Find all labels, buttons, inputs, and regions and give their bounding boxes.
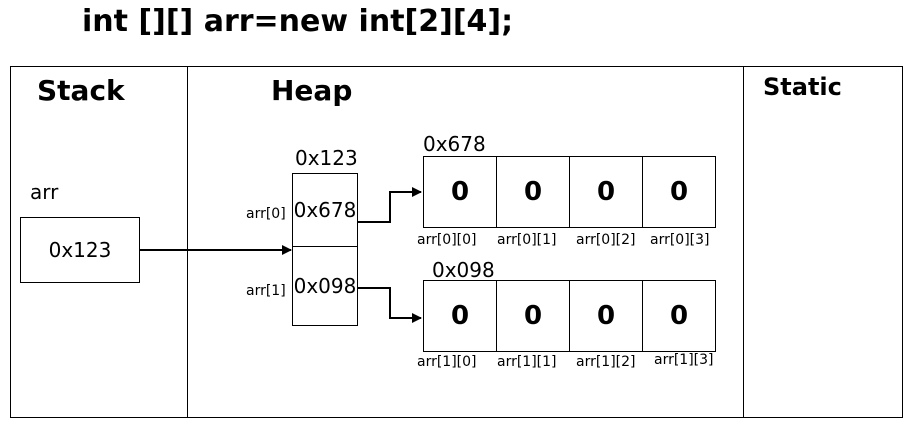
inner-array-0-address: 0x678 xyxy=(423,132,486,156)
inner-1-index-0: arr[1][0] xyxy=(417,354,477,370)
heap-static-divider xyxy=(743,66,744,418)
inner-0-cell-3-value: 0 xyxy=(669,177,689,207)
outer-slot-1-label: arr[1] xyxy=(246,283,286,299)
stack-var-name: arr xyxy=(30,180,59,204)
inner-1-index-1: arr[1][1] xyxy=(497,354,557,370)
heap-title: Heap xyxy=(271,74,353,107)
inner-0-cell-3: 0 xyxy=(642,156,716,228)
inner-0-cell-2-value: 0 xyxy=(596,177,616,207)
inner-1-cell-0: 0 xyxy=(423,280,497,352)
inner-1-cell-0-value: 0 xyxy=(450,301,470,331)
code-line: int [][] arr=new int[2][4]; xyxy=(82,4,514,39)
inner-0-index-2: arr[0][2] xyxy=(576,232,636,248)
outer-slot-0-label: arr[0] xyxy=(246,206,286,222)
inner-1-cell-1-value: 0 xyxy=(523,301,543,331)
outer-slot-0-value: 0x678 xyxy=(293,198,357,222)
memory-frame xyxy=(10,66,903,418)
inner-0-index-1: arr[0][1] xyxy=(497,232,557,248)
inner-1-cell-2-value: 0 xyxy=(596,301,616,331)
inner-0-cell-0-value: 0 xyxy=(450,177,470,207)
inner-0-index-3: arr[0][3] xyxy=(650,232,710,248)
stack-var-value: 0x123 xyxy=(48,238,112,262)
stack-var-box: 0x123 xyxy=(20,217,140,283)
inner-0-index-0: arr[0][0] xyxy=(417,232,477,248)
inner-0-cell-1: 0 xyxy=(496,156,570,228)
inner-1-cell-3: 0 xyxy=(642,280,716,352)
inner-1-cell-2: 0 xyxy=(569,280,643,352)
stack-heap-divider xyxy=(187,66,188,418)
static-title: Static xyxy=(763,73,842,101)
inner-array-1-address: 0x098 xyxy=(432,258,495,282)
inner-1-cell-1: 0 xyxy=(496,280,570,352)
inner-0-cell-1-value: 0 xyxy=(523,177,543,207)
stack-title: Stack xyxy=(37,74,125,107)
outer-array-address: 0x123 xyxy=(295,146,358,170)
outer-slot-0: 0x678 xyxy=(292,173,358,247)
inner-1-index-3: arr[1][3] xyxy=(654,352,714,368)
outer-slot-1: 0x098 xyxy=(292,246,358,326)
inner-0-cell-0: 0 xyxy=(423,156,497,228)
inner-1-index-2: arr[1][2] xyxy=(576,354,636,370)
outer-slot-1-value: 0x098 xyxy=(293,274,357,298)
inner-0-cell-2: 0 xyxy=(569,156,643,228)
inner-1-cell-3-value: 0 xyxy=(669,301,689,331)
